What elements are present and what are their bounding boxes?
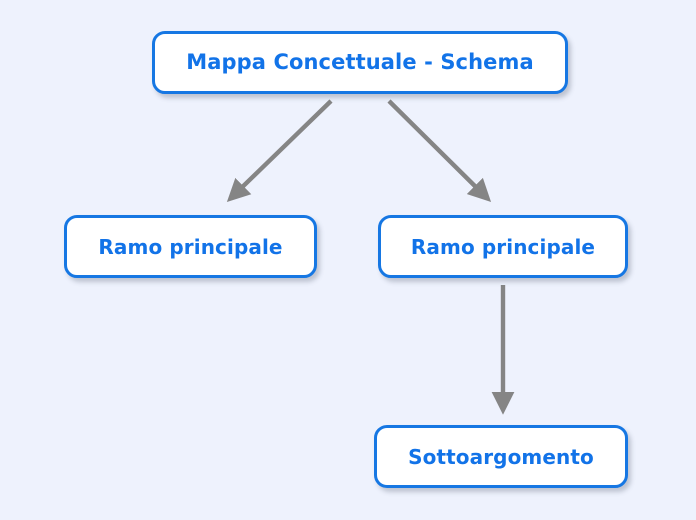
node-branch-right-label: Ramo principale xyxy=(410,234,596,259)
node-subtopic-label: Sottoargomento xyxy=(408,444,594,469)
node-branch-left-label: Ramo principale xyxy=(98,234,283,259)
node-root-label: Mappa Concettuale - Schema xyxy=(186,50,534,74)
edge-root-to-branch-right xyxy=(387,99,492,203)
node-branch-right[interactable]: Ramo principale xyxy=(378,215,628,278)
node-branch-left[interactable]: Ramo principale xyxy=(64,215,317,278)
node-root[interactable]: Mappa Concettuale - Schema xyxy=(152,31,568,94)
edge-root-to-branch-left xyxy=(226,99,333,202)
node-subtopic[interactable]: Sottoargomento xyxy=(374,425,628,488)
